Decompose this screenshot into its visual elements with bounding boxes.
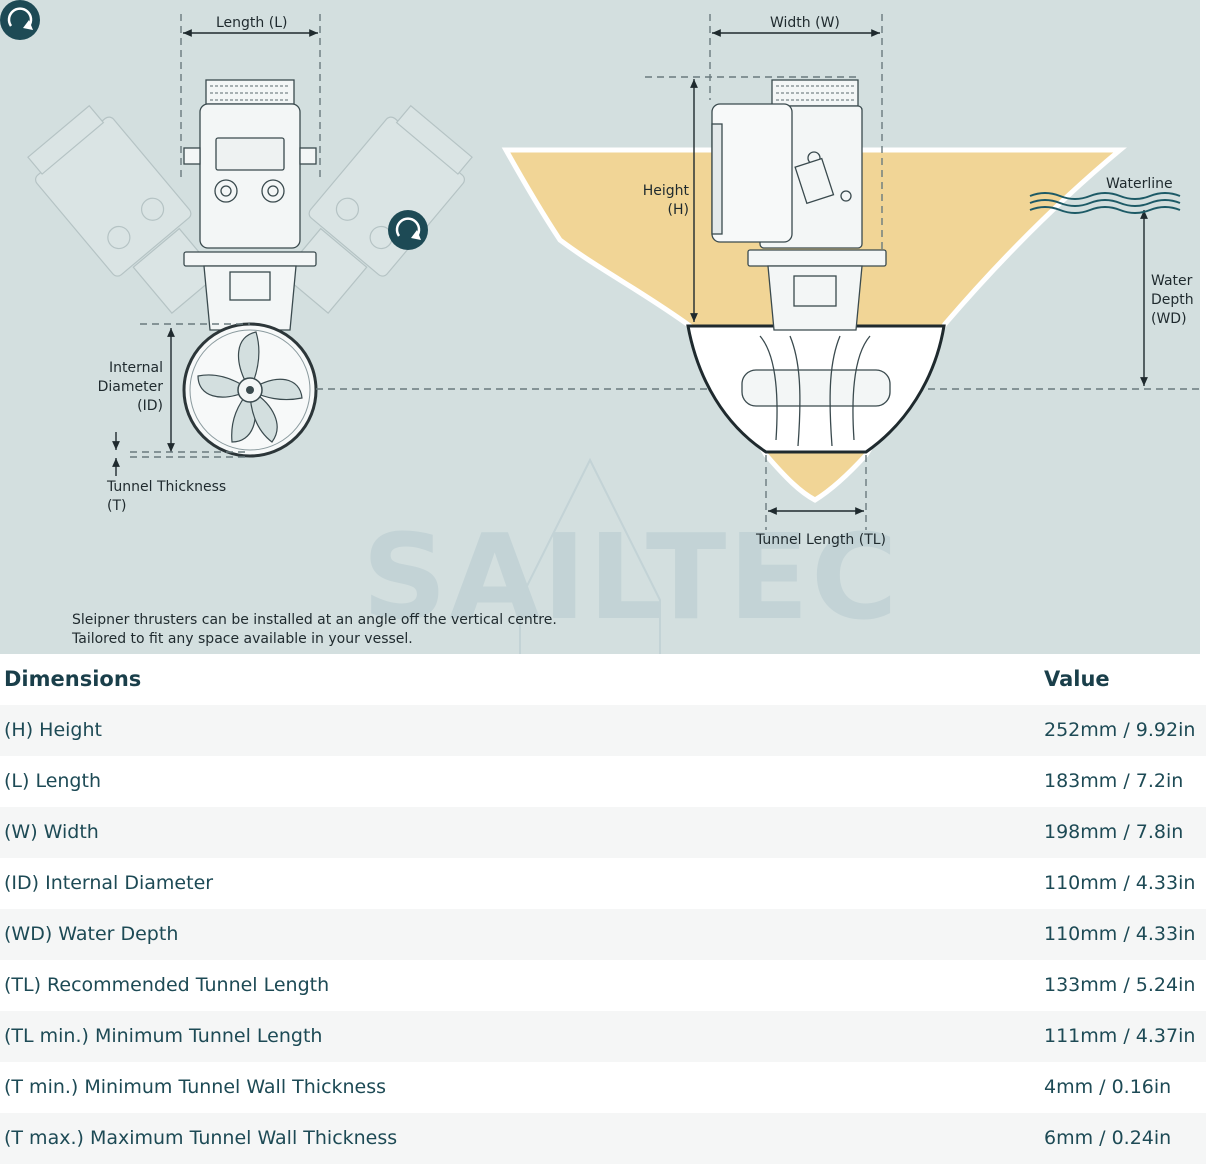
dimension-value: 133mm / 5.24in: [1044, 974, 1196, 996]
table-row: (T min.) Minimum Tunnel Wall Thickness 4…: [0, 1062, 1206, 1113]
water-depth-label-2: Depth: [1151, 292, 1194, 308]
dimensions-table: Dimensions Value (H) Height 252mm / 9.92…: [0, 654, 1206, 1164]
dimension-value: 183mm / 7.2in: [1044, 770, 1184, 792]
dimension-value: 111mm / 4.37in: [1044, 1025, 1196, 1047]
note-line-2: Tailored to fit any space available in y…: [72, 631, 413, 647]
angled-thruster-ghost-left: [27, 104, 219, 315]
angled-thruster-ghost-right: [281, 104, 473, 315]
dimension-name: (T min.) Minimum Tunnel Wall Thickness: [4, 1076, 387, 1098]
dimension-name: (L) Length: [4, 770, 101, 792]
table-row: (ID) Internal Diameter 110mm / 4.33in: [0, 858, 1206, 909]
dimension-name: (TL) Recommended Tunnel Length: [4, 974, 330, 996]
table-row: (TL) Recommended Tunnel Length 133mm / 5…: [0, 960, 1206, 1011]
dimension-value: 4mm / 0.16in: [1044, 1076, 1172, 1098]
thruster-dimension-diagram: SAILTEC: [0, 0, 1200, 654]
waterline-waves: [1029, 192, 1181, 214]
table-row: (T max.) Maximum Tunnel Wall Thickness 6…: [0, 1113, 1206, 1164]
tunnel-front-view: [182, 322, 318, 458]
right-dimension-lines: [645, 14, 1148, 530]
rotate-icon: [0, 0, 40, 40]
internal-diameter-label-3: (ID): [137, 398, 163, 414]
internal-diameter-label-1: Internal: [109, 360, 163, 376]
table-row: (W) Width 198mm / 7.8in: [0, 807, 1206, 858]
dimension-value: 110mm / 4.33in: [1044, 923, 1196, 945]
table-row: (H) Height 252mm / 9.92in: [0, 705, 1206, 756]
water-depth-label-3: (WD): [1151, 311, 1187, 327]
tunnel-thickness-label-1: Tunnel Thickness: [106, 479, 226, 495]
tunnel-thickness-label-2: (T): [107, 498, 126, 514]
tunnel-length-label: Tunnel Length (TL): [755, 532, 886, 548]
water-depth-label-1: Water: [1151, 273, 1193, 289]
column-header-dimensions: Dimensions: [4, 667, 142, 691]
height-label-1: Height: [643, 183, 690, 199]
watermark-sail: [519, 457, 661, 654]
column-header-value: Value: [1044, 667, 1110, 691]
dimension-value: 6mm / 0.24in: [1044, 1127, 1172, 1149]
angle-install-note: Sleipner thrusters can be installed at a…: [72, 611, 557, 649]
table-row: (WD) Water Depth 110mm / 4.33in: [0, 909, 1206, 960]
table-header: Dimensions Value: [0, 654, 1206, 705]
table-row: (TL min.) Minimum Tunnel Length 111mm / …: [0, 1011, 1206, 1062]
dimension-name: (ID) Internal Diameter: [4, 872, 214, 894]
dimension-name: (TL min.) Minimum Tunnel Length: [4, 1025, 323, 1047]
dimension-value: 110mm / 4.33in: [1044, 872, 1196, 894]
height-label-2: (H): [668, 202, 689, 218]
thruster-side-view: [183, 79, 317, 331]
watermark: SAILTEC: [362, 508, 900, 646]
length-label: Length (L): [216, 15, 287, 31]
width-label: Width (W): [770, 15, 840, 31]
internal-diameter-label-2: Diameter: [98, 379, 164, 395]
note-line-1: Sleipner thrusters can be installed at a…: [72, 612, 557, 628]
table-row: (L) Length 183mm / 7.2in: [0, 756, 1206, 807]
dimension-name: (T max.) Maximum Tunnel Wall Thickness: [4, 1127, 398, 1149]
rotate-icon: [388, 210, 428, 250]
dimension-name: (H) Height: [4, 719, 102, 741]
dimension-name: (WD) Water Depth: [4, 923, 179, 945]
diagram-drawing: SAILTEC: [27, 14, 1200, 654]
dimension-value: 252mm / 9.92in: [1044, 719, 1196, 741]
dimension-name: (W) Width: [4, 821, 99, 843]
waterline-label: Waterline: [1106, 176, 1173, 192]
thruster-front-view: [711, 79, 891, 447]
dimension-value: 198mm / 7.8in: [1044, 821, 1184, 843]
left-dimension-lines: [112, 14, 1200, 476]
